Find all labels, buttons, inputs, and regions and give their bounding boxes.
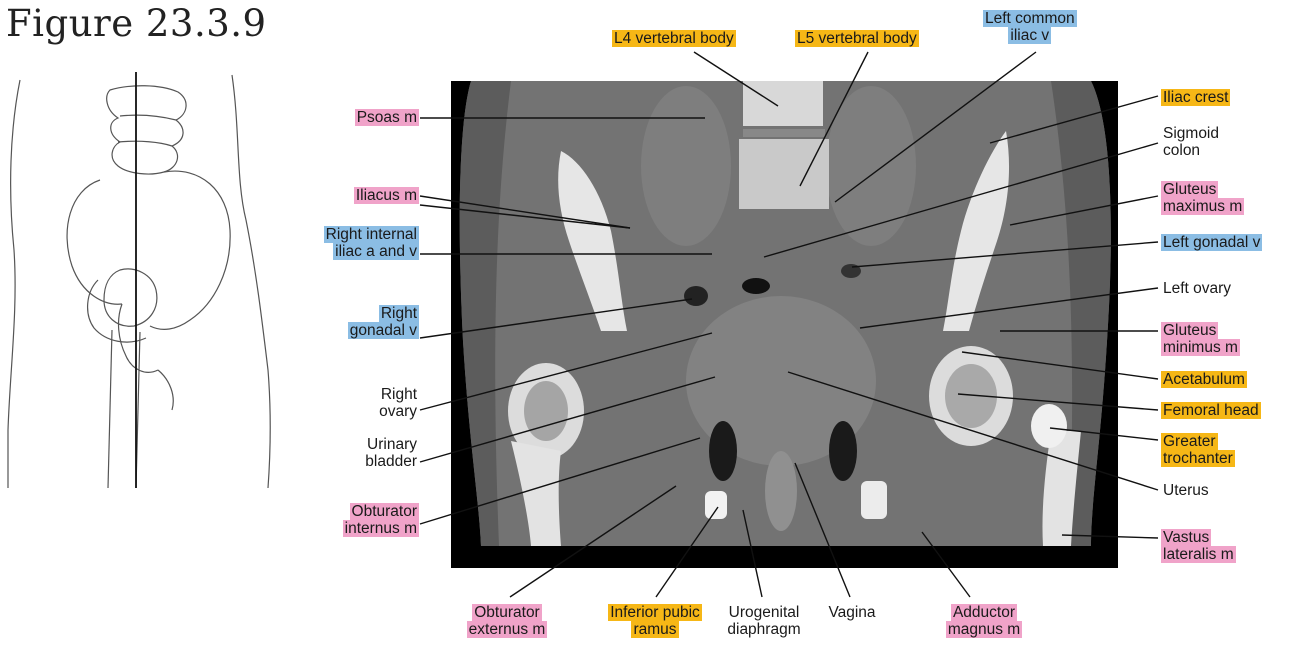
- figure-title: Figure 23.3.9: [6, 2, 267, 45]
- label-iliac-crest: Iliac crest: [1161, 89, 1230, 106]
- label-iliacus-m: Iliacus m: [333, 187, 419, 204]
- label-acetabulum: Acetabulum: [1161, 371, 1247, 388]
- label-left-ovary: Left ovary: [1161, 280, 1233, 297]
- ct-scan-image: [451, 81, 1118, 568]
- label-left-gonadal-v: Left gonadal v: [1161, 234, 1262, 251]
- label-psoas-m: Psoas m: [333, 109, 419, 126]
- label-l5-vertebral-body: L5 vertebral body: [795, 30, 919, 47]
- orientation-inset-drawing: [0, 70, 275, 490]
- label-uterus: Uterus: [1161, 482, 1211, 499]
- label-vagina: Vagina: [820, 604, 884, 621]
- label-l4-vertebral-body: L4 vertebral body: [612, 30, 736, 47]
- label-femoral-head: Femoral head: [1161, 402, 1261, 419]
